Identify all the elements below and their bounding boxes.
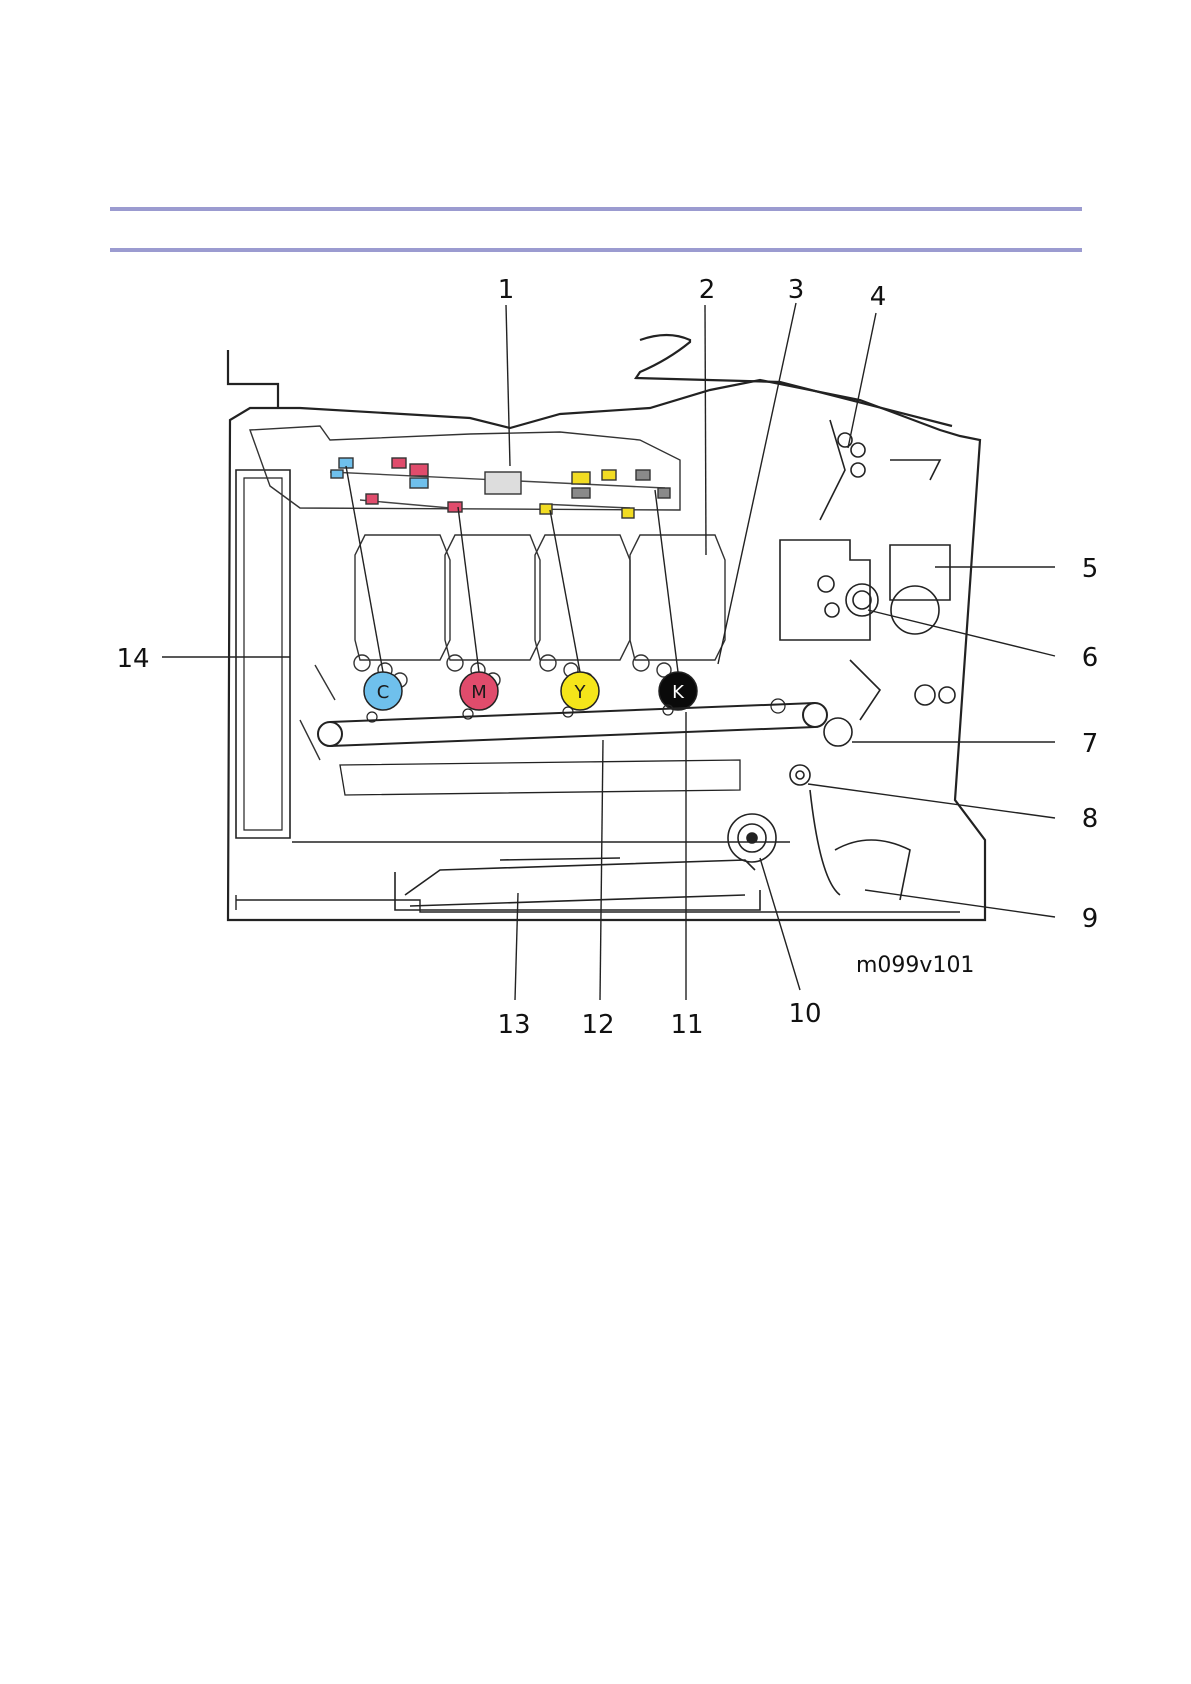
drum-k-label: K: [672, 682, 685, 703]
paper-tray: [395, 858, 760, 910]
leader-10: [760, 858, 800, 990]
callout-2: 2: [699, 275, 716, 305]
drum-y: Y: [561, 672, 599, 710]
callout-14: 14: [116, 644, 149, 674]
transfer-belt: [318, 699, 827, 795]
leader-12: [600, 740, 603, 1000]
leader-2: [705, 305, 706, 555]
callout-12: 12: [581, 1010, 614, 1040]
callout-4: 4: [870, 282, 887, 312]
fusing-unit: [780, 420, 955, 900]
leader-8: [808, 784, 1055, 818]
leader-6: [868, 610, 1055, 656]
leader-3: [718, 303, 796, 664]
callout-8: 8: [1082, 804, 1099, 834]
callout-13: 13: [497, 1010, 530, 1040]
callout-3: 3: [788, 275, 805, 305]
callout-6: 6: [1082, 643, 1099, 673]
drum-c: C: [364, 672, 402, 710]
leader-13: [515, 893, 518, 1000]
laser-optics-unit: [250, 426, 680, 518]
laser-black-line: [655, 490, 678, 672]
drum-m-label: M: [471, 682, 487, 703]
callout-5: 5: [1082, 554, 1099, 584]
drum-y-label: Y: [574, 682, 587, 703]
callout-7: 7: [1082, 729, 1099, 759]
callout-10: 10: [788, 999, 821, 1029]
callout-11: 11: [670, 1010, 703, 1040]
callout-9: 9: [1082, 904, 1099, 934]
leader-1: [506, 305, 510, 466]
laser-magenta-line: [458, 507, 479, 672]
leader-4: [848, 313, 876, 448]
figure-id: m099v101: [856, 953, 974, 978]
callout-1: 1: [498, 275, 515, 305]
drum-k: K: [659, 672, 697, 710]
drum-c-label: C: [377, 682, 390, 703]
drum-m: M: [460, 672, 498, 710]
paper-feed-roller: [728, 814, 776, 862]
leader-9: [865, 890, 1055, 917]
printer-body: [228, 335, 985, 920]
